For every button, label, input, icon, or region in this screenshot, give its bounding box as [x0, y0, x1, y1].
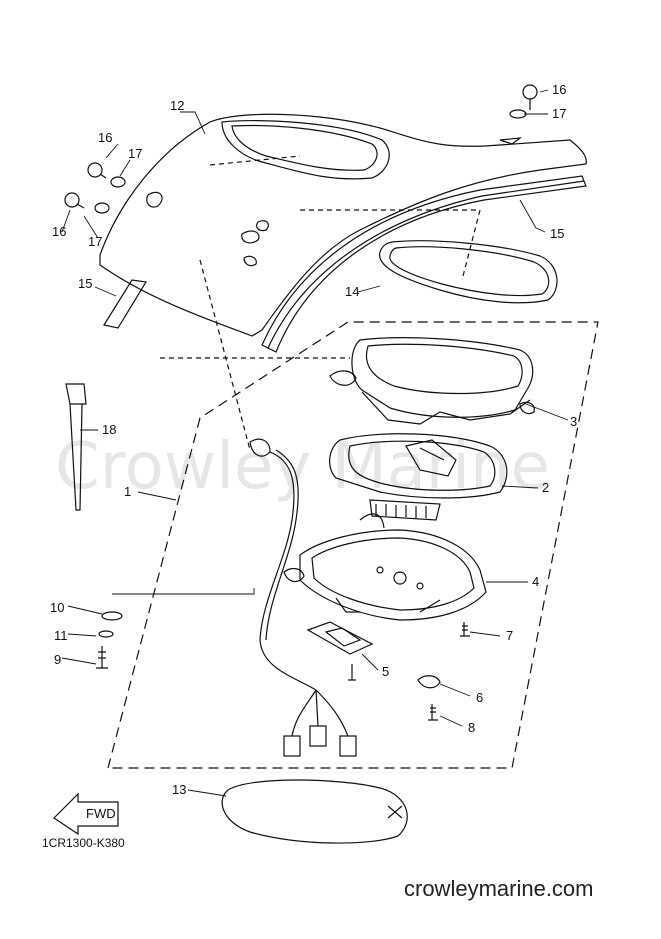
callout-16-lower-left: 16	[52, 224, 66, 239]
callout-11: 11	[54, 628, 68, 643]
callout-2: 2	[542, 480, 549, 495]
callout-13: 13	[172, 782, 186, 797]
watermark-text: Crowley Marine	[55, 430, 550, 504]
assembly-outline-part-1	[107, 321, 599, 769]
callout-15-left: 15	[78, 276, 92, 291]
lower-case-part-4	[283, 513, 487, 621]
wiring-harness	[249, 438, 357, 757]
callout-14: 14	[345, 284, 359, 299]
callout-16-right: 16	[552, 82, 566, 97]
gasket-part-14	[379, 240, 558, 304]
callout-3: 3	[570, 414, 577, 429]
callout-17-lower-left: 17	[88, 234, 102, 249]
screws-and-washers	[64, 84, 538, 214]
decal-part-13	[221, 779, 408, 844]
callout-8: 8	[468, 720, 475, 735]
callout-1: 1	[124, 484, 131, 499]
meter-body-part-2	[329, 433, 508, 521]
bracket-part-5	[306, 621, 374, 681]
callout-4: 4	[532, 574, 539, 589]
callout-16-upper-left: 16	[98, 130, 112, 145]
website-footer: crowleymarine.com	[404, 876, 594, 901]
fwd-arrow-icon	[53, 792, 119, 836]
upper-cover-part-12	[99, 113, 587, 337]
callout-17-upper-left: 17	[128, 146, 142, 161]
callout-6: 6	[476, 690, 483, 705]
callout-5: 5	[382, 664, 389, 679]
leader-lines	[61, 89, 569, 797]
fasteners	[96, 611, 470, 721]
callout-17-right: 17	[552, 106, 566, 121]
trim-strip-part-15	[103, 175, 587, 353]
callout-12: 12	[170, 98, 184, 113]
callout-18: 18	[102, 422, 116, 437]
lens-housing-part-3	[329, 337, 535, 425]
callout-15-right: 15	[550, 226, 564, 241]
callout-10: 10	[50, 600, 64, 615]
part-code: 1CR1300-K380	[42, 836, 125, 850]
callout-9: 9	[54, 652, 61, 667]
fwd-label: FWD	[86, 806, 116, 821]
callout-7: 7	[506, 628, 513, 643]
cable-tie-part-18	[65, 383, 87, 511]
